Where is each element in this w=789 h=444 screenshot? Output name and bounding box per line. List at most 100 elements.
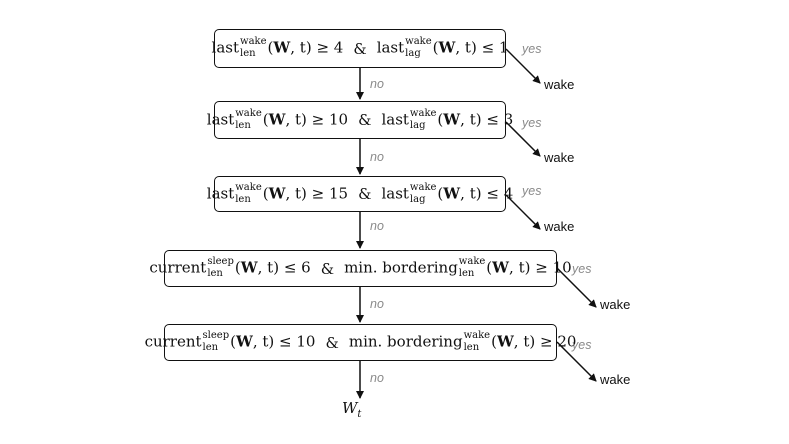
subscript: len	[235, 193, 251, 205]
function-name: last	[211, 38, 240, 57]
yes-arrow-5	[556, 341, 597, 382]
arg-t: t	[464, 38, 471, 57]
arg-t: t	[469, 110, 476, 128]
threshold-value: 15	[329, 184, 349, 202]
final-sub: t	[357, 409, 362, 420]
subscript: len	[207, 268, 223, 279]
arg-w: W	[235, 332, 253, 351]
arg-w: W	[496, 332, 514, 351]
arg-w: W	[492, 258, 510, 277]
outcome-wake-1: wake	[544, 77, 575, 92]
arg-w: W	[443, 110, 461, 128]
arg-t: t	[469, 184, 476, 202]
arg-t: t	[518, 258, 525, 277]
no-label-5: no	[370, 371, 384, 385]
threshold-value: 4	[333, 38, 344, 57]
yes-arrow-2	[505, 121, 541, 157]
subscript: len	[240, 48, 256, 59]
threshold-value: 3	[503, 110, 514, 128]
function-name: last	[376, 38, 405, 57]
subscript: lag	[405, 48, 421, 59]
threshold-value: 6	[301, 258, 311, 277]
yes-label-2: yes	[522, 116, 542, 130]
no-label-3: no	[370, 219, 384, 233]
comparison-operator: ≤	[279, 332, 297, 351]
conjunction: &	[325, 333, 339, 352]
threshold-value: 4	[503, 184, 514, 202]
comparison-operator: ≤	[283, 258, 302, 277]
arg-w: W	[438, 38, 456, 57]
superscript: wake	[235, 107, 262, 119]
function-name: current	[144, 332, 202, 351]
no-label-4: no	[370, 297, 384, 311]
superscript: wake	[409, 107, 437, 119]
arg-w: W	[268, 110, 286, 128]
yes-label-1: yes	[522, 42, 542, 56]
arg-t: t	[262, 332, 269, 351]
comparison-operator: ≤	[486, 184, 504, 202]
function-name: min. bordering	[344, 258, 458, 277]
subscript: len	[458, 268, 475, 279]
superscript: wake	[405, 36, 432, 47]
arg-t: t	[267, 258, 274, 277]
subscript: len	[235, 119, 251, 131]
arg-w: W	[443, 184, 461, 202]
outcome-wake-2: wake	[544, 150, 575, 165]
superscript: wake	[458, 256, 486, 267]
threshold-value: 20	[557, 332, 577, 351]
arg-t: t	[295, 110, 302, 128]
yes-arrow-1	[505, 48, 541, 84]
outcome-wake-5: wake	[600, 372, 631, 387]
yes-label-3: yes	[522, 184, 542, 198]
conjunction: &	[353, 39, 367, 58]
final-output: Wt	[342, 399, 361, 420]
outcome-wake-4: wake	[600, 297, 631, 312]
function-name: last	[381, 110, 409, 128]
function-name: last	[206, 184, 235, 202]
outcome-wake-3: wake	[544, 219, 575, 234]
arg-w: W	[273, 38, 291, 57]
threshold-value: 10	[552, 258, 572, 277]
subscript: lag	[409, 193, 426, 205]
comparison-operator: ≥	[311, 184, 329, 202]
yes-arrow-4	[556, 267, 597, 308]
subscript: len	[202, 342, 219, 353]
function-name: last	[206, 110, 235, 128]
conjunction: &	[358, 185, 372, 203]
function-name: current	[149, 258, 207, 277]
comparison-operator: ≥	[311, 110, 329, 128]
function-name: last	[381, 184, 409, 202]
arg-t: t	[523, 332, 530, 351]
yes-arrow-3	[505, 194, 541, 230]
superscript: sleep	[207, 256, 234, 267]
superscript: wake	[409, 181, 437, 193]
superscript: wake	[240, 36, 267, 47]
subscript: len	[463, 342, 480, 353]
comparison-operator: ≥	[535, 258, 553, 277]
arg-w: W	[240, 258, 258, 277]
no-label-2: no	[370, 150, 384, 164]
comparison-operator: ≤	[481, 38, 499, 57]
threshold-value: 10	[329, 110, 349, 128]
subscript: lag	[409, 119, 426, 131]
comparison-operator: ≥	[540, 332, 558, 351]
